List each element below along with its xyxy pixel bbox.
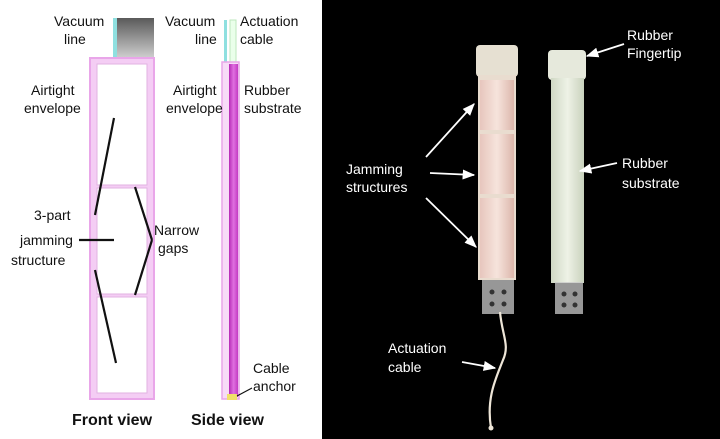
base-plate-right [555,282,583,314]
rubber-substrate-photo [551,78,584,283]
narrow-gaps-label: Narrow gaps [154,222,203,256]
jamming-block-2 [480,134,514,194]
airtight-envelope-label-side: Airtight envelope [166,82,223,116]
jamming-block-1 [480,80,514,130]
screw-icon [562,292,567,297]
vacuum-line-block [114,18,154,58]
finger-rubber-only [548,50,586,314]
screw-icon [502,302,507,307]
side-view-caption: Side view [191,412,264,429]
screw-icon [573,292,578,297]
cable-anchor-label: Cable anchor [253,360,296,394]
side-view: Vacuum line Actuation cable Airtight env… [165,13,302,429]
rubber-substrate-side [229,64,238,397]
fingertip-cap-left [476,45,518,77]
screw-icon [573,303,578,308]
vacuum-line-label-front: Vacuum line [54,13,108,47]
jamming-structure-label-front: 3-part jamming structure [11,207,77,268]
photo-panel: Rubber Fingertip Jamming structures Rubb… [322,0,720,439]
front-view-caption: Front view [72,412,153,429]
screw-icon [502,290,507,295]
fingertip-cap-right [548,50,586,80]
vacuum-line-tube [113,18,117,58]
screw-icon [490,302,495,307]
front-view: Vacuum line Airtight envelope 3-part jam… [11,13,203,429]
actuation-cable-side [230,20,236,64]
cable-end [489,426,494,431]
photo-background [322,0,720,439]
airtight-envelope-label-front: Airtight envelope [24,82,81,116]
actuation-cable-label-side: Actuation cable [240,13,302,47]
screw-icon [490,290,495,295]
base-plate-left [482,280,514,314]
vacuum-line-tube-side [224,20,227,64]
vacuum-line-label-side: Vacuum line [165,13,219,47]
screw-icon [562,303,567,308]
jamming-block-3 [480,198,514,278]
rubber-substrate-label-side: Rubber substrate [244,82,302,116]
cable-anchor-block [227,394,237,400]
